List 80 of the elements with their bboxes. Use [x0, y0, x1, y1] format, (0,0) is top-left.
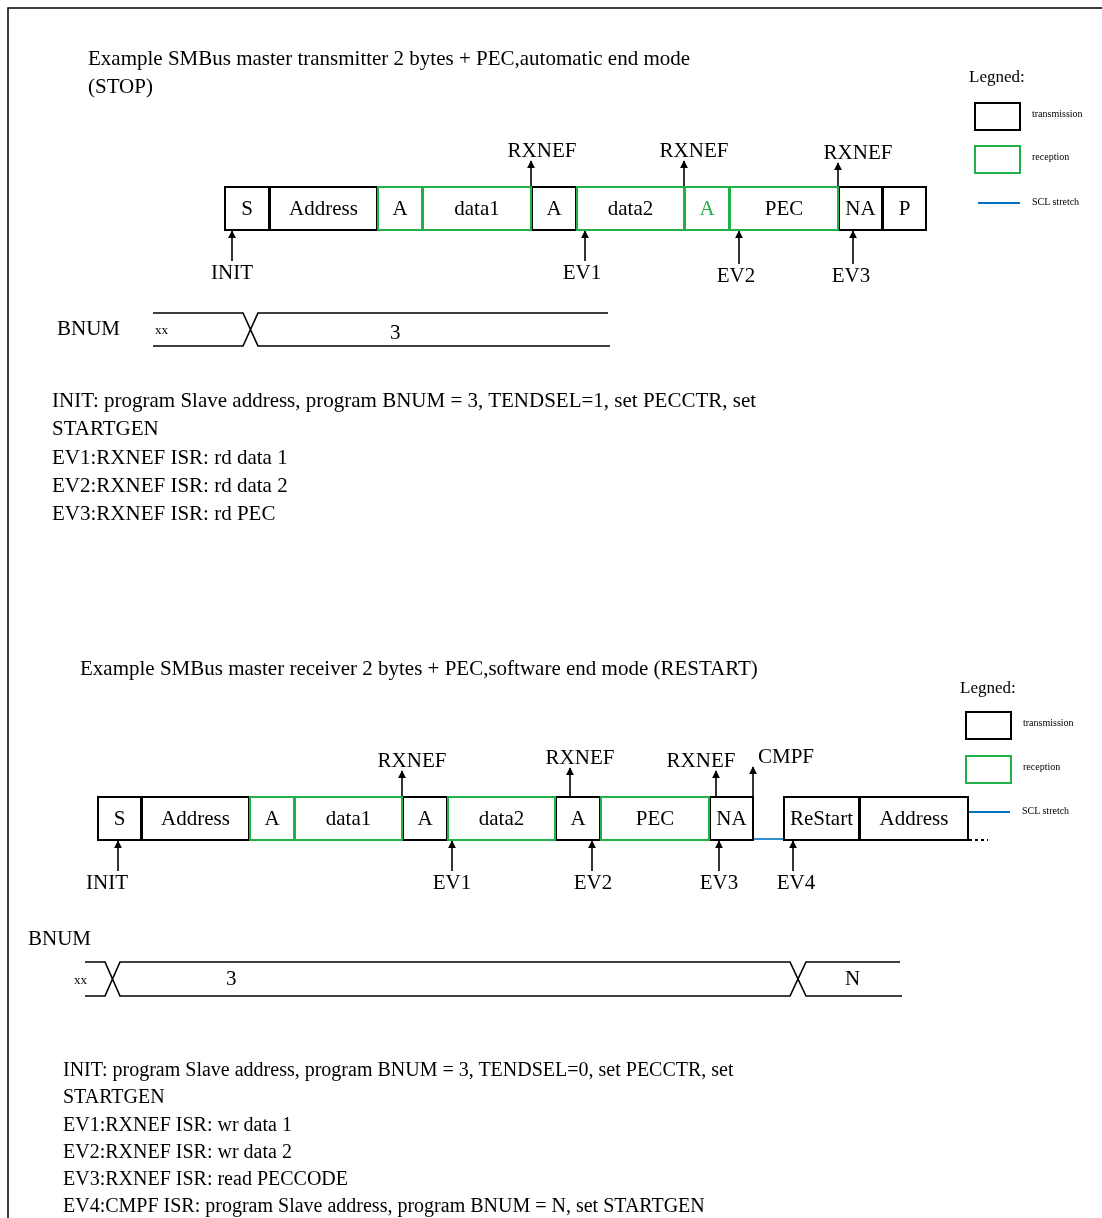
section-heading: Example SMBus master receiver 2 bytes + PEC,software end mode (RESTART) [80, 655, 759, 682]
bus-value: N [845, 965, 862, 992]
frame-field: A [555, 796, 601, 841]
frame-field: A [684, 186, 730, 231]
event-label: RXNEF [540, 746, 620, 768]
event-arrow [588, 840, 596, 872]
frame-field: PEC [600, 796, 710, 841]
frame-field: data1 [422, 186, 532, 231]
legend-text: transmission [1032, 108, 1083, 119]
signal-name: BNUM [28, 925, 92, 952]
event-label: CMPF [753, 745, 819, 767]
bus-value: 3 [226, 965, 238, 992]
frame-field: A [377, 186, 423, 231]
event-arrow [735, 230, 743, 265]
note-text: INIT: program Slave address, program BNUM = 3, TENDSEL=1, set PECCTR, set STARTGEN [52, 387, 758, 442]
bus-value: xx [74, 971, 88, 989]
note-text: EV2:RXNEF ISR: rd data 2 [52, 472, 289, 499]
frame-field: A [249, 796, 295, 841]
event-arrow [715, 840, 723, 872]
legend-title: Legned: [960, 677, 1017, 699]
event-arrow [398, 770, 406, 797]
note-text: EV3:RXNEF ISR: rd PEC [52, 500, 277, 527]
frame-field: ReStart [783, 796, 860, 841]
legend-text: SCL stretch [1022, 805, 1070, 816]
event-label: EV2 [571, 871, 615, 893]
frame-field: NA [838, 186, 883, 231]
event-label: RXNEF [661, 749, 741, 771]
frame-field: data1 [294, 796, 403, 841]
event-arrow [712, 770, 720, 797]
bus-value: 3 [390, 319, 402, 346]
legend-title: Legned: [969, 66, 1026, 88]
note-text: EV2:RXNEF ISR: wr data 2 [63, 1139, 293, 1164]
event-label: EV3 [829, 264, 873, 286]
event-label: EV4 [774, 871, 818, 893]
legend-text: SCL stretch [1032, 196, 1080, 207]
legend-text: transmission [1023, 717, 1074, 728]
event-label: RXNEF [654, 139, 734, 161]
event-arrow [228, 230, 236, 262]
event-label: INIT [82, 871, 132, 893]
frame-field: Address [269, 186, 378, 231]
legend-text: reception [1023, 761, 1061, 772]
event-arrow [680, 160, 688, 187]
frame-field: Address [859, 796, 969, 841]
event-arrow [749, 766, 757, 797]
note-text: INIT: program Slave address, program BNUM = 3, TENDSEL=0, set PECCTR, set STARTGEN [63, 1057, 735, 1109]
frame-field: P [882, 186, 927, 231]
event-label: RXNEF [818, 141, 898, 163]
legend-text: reception [1032, 151, 1070, 162]
frame-field: data2 [447, 796, 556, 841]
note-text: EV3:RXNEF ISR: read PECCODE [63, 1166, 349, 1191]
note-text: EV1:RXNEF ISR: rd data 1 [52, 444, 289, 471]
bus-value: xx [155, 321, 169, 339]
frame-field: A [402, 796, 448, 841]
note-text: EV1:RXNEF ISR: wr data 1 [63, 1112, 293, 1137]
event-label: EV2 [714, 264, 758, 286]
stretch-line [753, 838, 784, 840]
event-label: RXNEF [502, 139, 582, 161]
frame-field: PEC [729, 186, 839, 231]
event-arrow [849, 230, 857, 265]
event-label: EV1 [560, 261, 604, 283]
event-label: INIT [207, 261, 257, 283]
note-text: EV4:CMPF ISR: program Slave address, program BNUM = N, set STARTGEN [63, 1193, 706, 1218]
frame-field: data2 [576, 186, 685, 231]
frame-field: S [97, 796, 142, 841]
event-label: EV1 [430, 871, 474, 893]
event-arrow [581, 230, 589, 262]
section-heading: Example SMBus master transmitter 2 bytes + PEC,automatic end mode (STOP) [88, 45, 692, 100]
frame-field: A [531, 186, 577, 231]
frame-field: S [224, 186, 270, 231]
event-arrow [114, 840, 122, 872]
frame-field: Address [141, 796, 250, 841]
event-arrow [448, 840, 456, 872]
event-arrow [834, 162, 842, 187]
event-label: EV3 [697, 871, 741, 893]
frame-field: NA [709, 796, 754, 841]
event-arrow [566, 767, 574, 797]
event-arrow [527, 160, 535, 187]
signal-name: BNUM [57, 315, 121, 342]
event-arrow [789, 840, 797, 872]
event-label: RXNEF [372, 749, 452, 771]
